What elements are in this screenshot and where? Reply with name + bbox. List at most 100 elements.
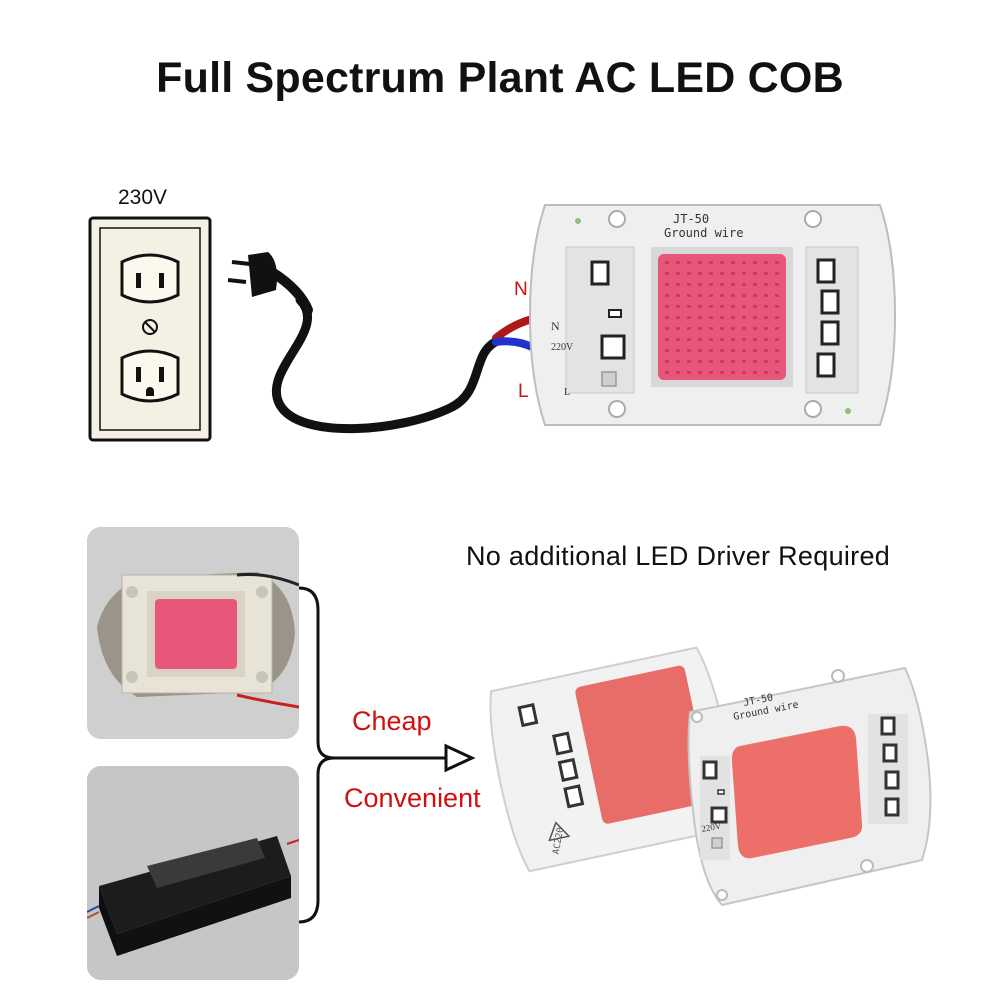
led-chip [775,305,779,308]
led-chip [753,371,757,374]
benefit-cheap: Cheap [352,706,432,736]
led-chip [709,261,713,264]
led-chip [720,349,724,352]
cob-main-terminal-l: L [564,387,571,398]
cob-back-mark: AC220 [552,827,567,855]
led-chip [775,261,779,264]
led-chip [720,327,724,330]
led-chip [753,338,757,341]
wall-outlet [88,216,212,442]
cob-module-main [528,204,897,426]
led-chip [753,272,757,275]
led-chip [720,360,724,363]
led-chip [676,349,680,352]
screw-icon [142,319,158,335]
cob-main-voltage: 220V [551,342,574,353]
photo-led-driver [87,766,299,980]
led-chip [698,349,702,352]
led-chip [665,327,669,330]
led-chip [676,371,680,374]
led-chip [742,305,746,308]
led-chip [676,305,680,308]
led-chip [709,327,713,330]
led-chip [676,338,680,341]
led-chip [709,305,713,308]
led-chip [764,272,768,275]
led-chip [731,338,735,341]
led-chip [687,294,691,297]
led-chip [687,338,691,341]
led-chip [687,272,691,275]
led-chip [731,316,735,319]
led-chip [731,327,735,330]
socket-upper-icon [120,253,180,304]
led-chip [665,360,669,363]
led-chip [731,294,735,297]
led-chip [709,349,713,352]
led-chip [709,283,713,286]
led-chip [665,349,669,352]
led-chip [720,305,724,308]
led-chip [698,294,702,297]
cob-main-ground-label: Ground wire [664,226,744,240]
led-pad-front [731,725,863,859]
led-chip [764,294,768,297]
outlet-voltage-label: 230V [118,186,168,209]
led-chip [720,371,724,374]
led-chip [742,294,746,297]
led-chip [698,316,702,319]
led-chip [764,349,768,352]
led-chip [709,294,713,297]
led-chip [687,283,691,286]
led-chip [665,294,669,297]
led-chip [665,272,669,275]
led-chip [775,283,779,286]
led-chip [764,360,768,363]
led-chip [698,360,702,363]
led-chip [698,283,702,286]
led-chip [775,360,779,363]
led-chip [764,327,768,330]
led-chip [742,272,746,275]
led-chip [742,261,746,264]
led-chip [753,360,757,363]
led-chip [731,272,735,275]
led-chip [676,272,680,275]
led-chip [676,316,680,319]
plug-icon [227,252,313,315]
led-chip [687,327,691,330]
led-chip [676,360,680,363]
led-chip [676,294,680,297]
wiring-diagram [88,204,897,442]
cob-front-voltage: 220V [701,821,723,834]
led-chip [764,305,768,308]
led-chip-grid [665,261,779,374]
led-chip [775,272,779,275]
led-chip [709,360,713,363]
led-chip [731,305,735,308]
led-chip [665,338,669,341]
led-chip [698,261,702,264]
led-chip [764,371,768,374]
cob-module-back [489,646,737,873]
led-chip [687,316,691,319]
led-chip [731,261,735,264]
led-chip [665,305,669,308]
led-chip [764,338,768,341]
led-chip [775,327,779,330]
led-chip [742,316,746,319]
led-chip [665,371,669,374]
led-chip [687,305,691,308]
benefit-convenient: Convenient [344,783,481,813]
led-chip [764,283,768,286]
led-chip [753,305,757,308]
led-chip [709,316,713,319]
led-chip [709,371,713,374]
led-chip [665,261,669,264]
led-chip [731,360,735,363]
led-chip [753,261,757,264]
led-chip [687,371,691,374]
led-chip [731,349,735,352]
led-chip [731,283,735,286]
led-chip [687,261,691,264]
